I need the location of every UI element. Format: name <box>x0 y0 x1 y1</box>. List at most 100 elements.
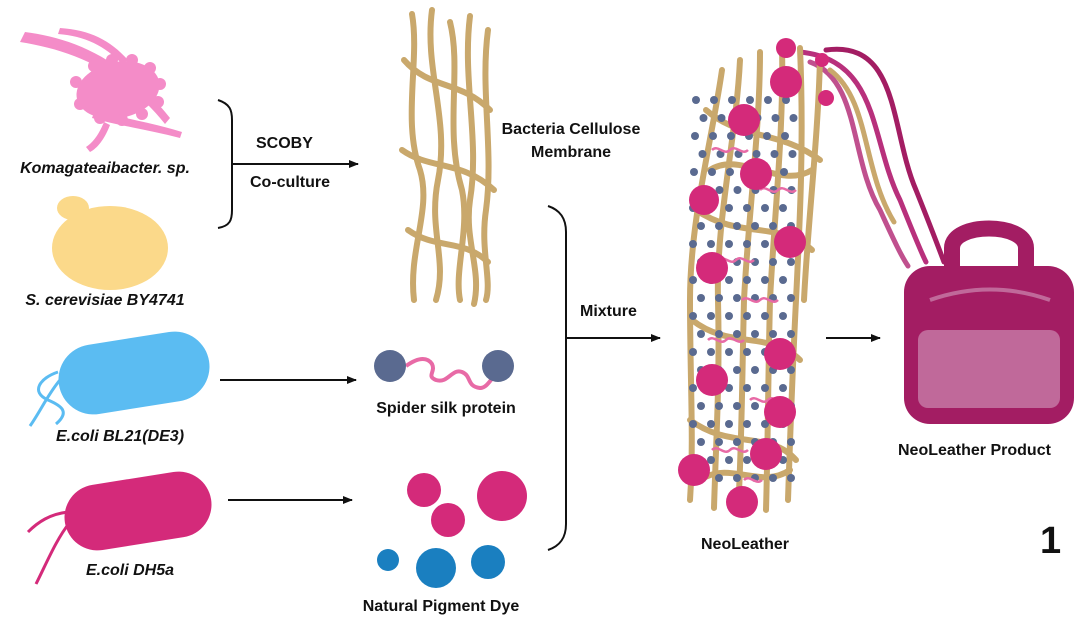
silk-dot <box>743 456 751 464</box>
neoleather-icon <box>678 38 947 518</box>
silk-dot <box>787 438 795 446</box>
silk-dot <box>707 456 715 464</box>
silk-dot <box>751 330 759 338</box>
silk-dot <box>726 168 734 176</box>
silk-dot <box>743 384 751 392</box>
silk-dot <box>751 366 759 374</box>
silk-dot <box>780 168 788 176</box>
silk-dot <box>725 240 733 248</box>
silk-dot <box>769 222 777 230</box>
silk-dot <box>761 276 769 284</box>
scoby-label: SCOBY <box>256 135 313 152</box>
silk-dot <box>779 384 787 392</box>
spider-silk-label: Spider silk protein <box>376 400 516 417</box>
silk-dot <box>733 474 741 482</box>
bc-membrane-label-line1: Bacteria Cellulose <box>501 121 641 138</box>
silk-dot <box>733 366 741 374</box>
silk-dot <box>715 474 723 482</box>
page-number: 1 <box>1040 520 1062 562</box>
silk-dot <box>761 312 769 320</box>
silk-dot <box>788 150 797 158</box>
silk-dot <box>715 222 723 230</box>
silk-dot <box>743 204 751 212</box>
silk-dot <box>725 456 733 464</box>
silk-dot <box>782 96 790 104</box>
silk-dot <box>715 330 723 338</box>
neoleather-product-label: NeoLeather Product <box>898 442 1051 459</box>
silk-dot <box>733 402 741 410</box>
silk-dot <box>697 222 705 230</box>
silk-dot <box>761 204 769 212</box>
silk-dot <box>770 150 779 158</box>
silk-dot <box>771 114 780 122</box>
silk-dot <box>733 186 742 194</box>
komagataeibacter-label: Komagateaibacter. sp. <box>20 160 190 177</box>
silk-dot <box>764 96 772 104</box>
silk-dot <box>697 330 705 338</box>
silk-dot <box>690 168 698 176</box>
ecoli-dh5a-label: E.coli DH5a <box>85 562 175 579</box>
silk-dot <box>725 276 733 284</box>
silk-dot <box>743 420 751 428</box>
silk-dot <box>787 258 795 266</box>
silk-dot <box>733 294 741 302</box>
silk-dot <box>707 348 715 356</box>
silk-dot <box>787 366 795 374</box>
ecoli-bl21-icon <box>28 331 210 427</box>
silk-dot <box>743 312 751 320</box>
pigment-dye-label: Natural Pigment Dye <box>362 598 520 615</box>
silk-dot <box>743 240 751 248</box>
silk-dot <box>779 312 787 320</box>
silk-dot <box>725 420 733 428</box>
silk-dot <box>689 312 697 320</box>
silk-dot <box>710 96 718 104</box>
silk-dot <box>707 240 715 248</box>
silk-dot <box>707 420 715 428</box>
silk-dot <box>761 420 769 428</box>
silk-dot <box>689 240 697 248</box>
spider-silk-icon <box>374 350 514 391</box>
silk-dot <box>761 240 769 248</box>
silk-dot <box>715 294 723 302</box>
silk-dot <box>689 348 697 356</box>
neoleather-label: NeoLeather <box>700 536 790 553</box>
silk-dot <box>725 348 733 356</box>
silk-dot <box>743 276 751 284</box>
ecoli-dh5a-icon <box>26 471 212 585</box>
silk-dot <box>751 222 759 230</box>
silk-dot <box>709 132 717 140</box>
komagataeibacter-icon <box>20 28 182 152</box>
silk-dot <box>779 276 787 284</box>
silk-dot <box>725 384 733 392</box>
silk-dot <box>697 294 705 302</box>
scoby-bracket <box>217 99 233 229</box>
silk-dot <box>725 204 733 212</box>
pigment-dye-icon <box>377 471 527 588</box>
silk-dot <box>697 438 705 446</box>
silk-dot <box>733 330 741 338</box>
silk-dot <box>698 150 707 158</box>
silk-dot <box>752 150 761 158</box>
silk-dot <box>781 132 789 140</box>
silk-dot <box>733 222 741 230</box>
silk-dot <box>787 294 795 302</box>
neoleather-bag-icon <box>904 220 1074 424</box>
silk-dot <box>746 96 754 104</box>
silk-dot <box>743 348 751 356</box>
silk-dot <box>697 402 705 410</box>
coculture-label: Co-culture <box>250 174 330 191</box>
silk-dot <box>789 114 798 122</box>
silk-dot <box>728 96 736 104</box>
silk-dot <box>787 330 795 338</box>
silk-dot <box>707 312 715 320</box>
mixture-bracket <box>547 205 567 551</box>
silk-dot <box>769 474 777 482</box>
scerevisiae-label: S. cerevisiae BY4741 <box>25 292 185 309</box>
silk-dot <box>689 276 697 284</box>
ecoli-bl21-label: E.coli BL21(DE3) <box>55 428 185 445</box>
silk-dot <box>708 168 716 176</box>
cellulose-fibers-icon <box>399 7 497 307</box>
silk-dot <box>715 186 724 194</box>
